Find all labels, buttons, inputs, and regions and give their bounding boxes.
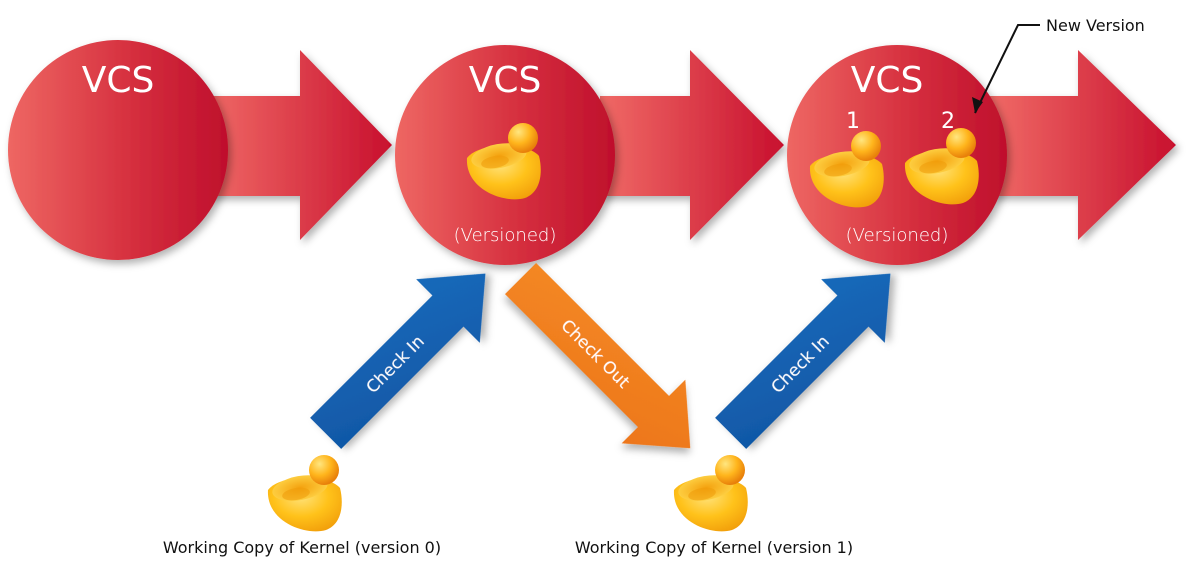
- kernel-icon: [267, 455, 342, 532]
- repository-1: VCS: [8, 40, 228, 260]
- working-copy-0: Working Copy of Kernel (version 0): [163, 455, 441, 557]
- repository-status: (Versioned): [846, 225, 949, 246]
- check-out-arrow: Check Out: [505, 263, 691, 449]
- new-version-callout: New Version: [972, 16, 1145, 114]
- flow-arrow-3: [990, 50, 1176, 240]
- working-copy-caption: Working Copy of Kernel (version 1): [575, 538, 853, 557]
- check-in-arrow-2: Check In: [715, 273, 891, 449]
- repository-circle: [787, 45, 1007, 265]
- repository-2: VCS (Versioned): [395, 45, 615, 265]
- working-copy-1: Working Copy of Kernel (version 1): [575, 455, 853, 557]
- kernel-icon: [673, 455, 748, 532]
- repository-title: VCS: [469, 60, 542, 101]
- repository-status: (Versioned): [454, 225, 557, 246]
- repository-3: VCS 1 2 (Versioned): [787, 45, 1007, 265]
- repository-circle: [8, 40, 228, 260]
- check-in-arrow-1: Check In: [310, 273, 486, 449]
- flow-arrow-1: [205, 50, 392, 240]
- version-label-1: 1: [846, 109, 860, 134]
- version-label-2: 2: [941, 109, 955, 134]
- working-copy-caption: Working Copy of Kernel (version 0): [163, 538, 441, 557]
- flow-arrow-2: [600, 50, 784, 240]
- repository-title: VCS: [82, 60, 155, 101]
- repository-title: VCS: [851, 60, 924, 101]
- callout-label: New Version: [1046, 16, 1145, 35]
